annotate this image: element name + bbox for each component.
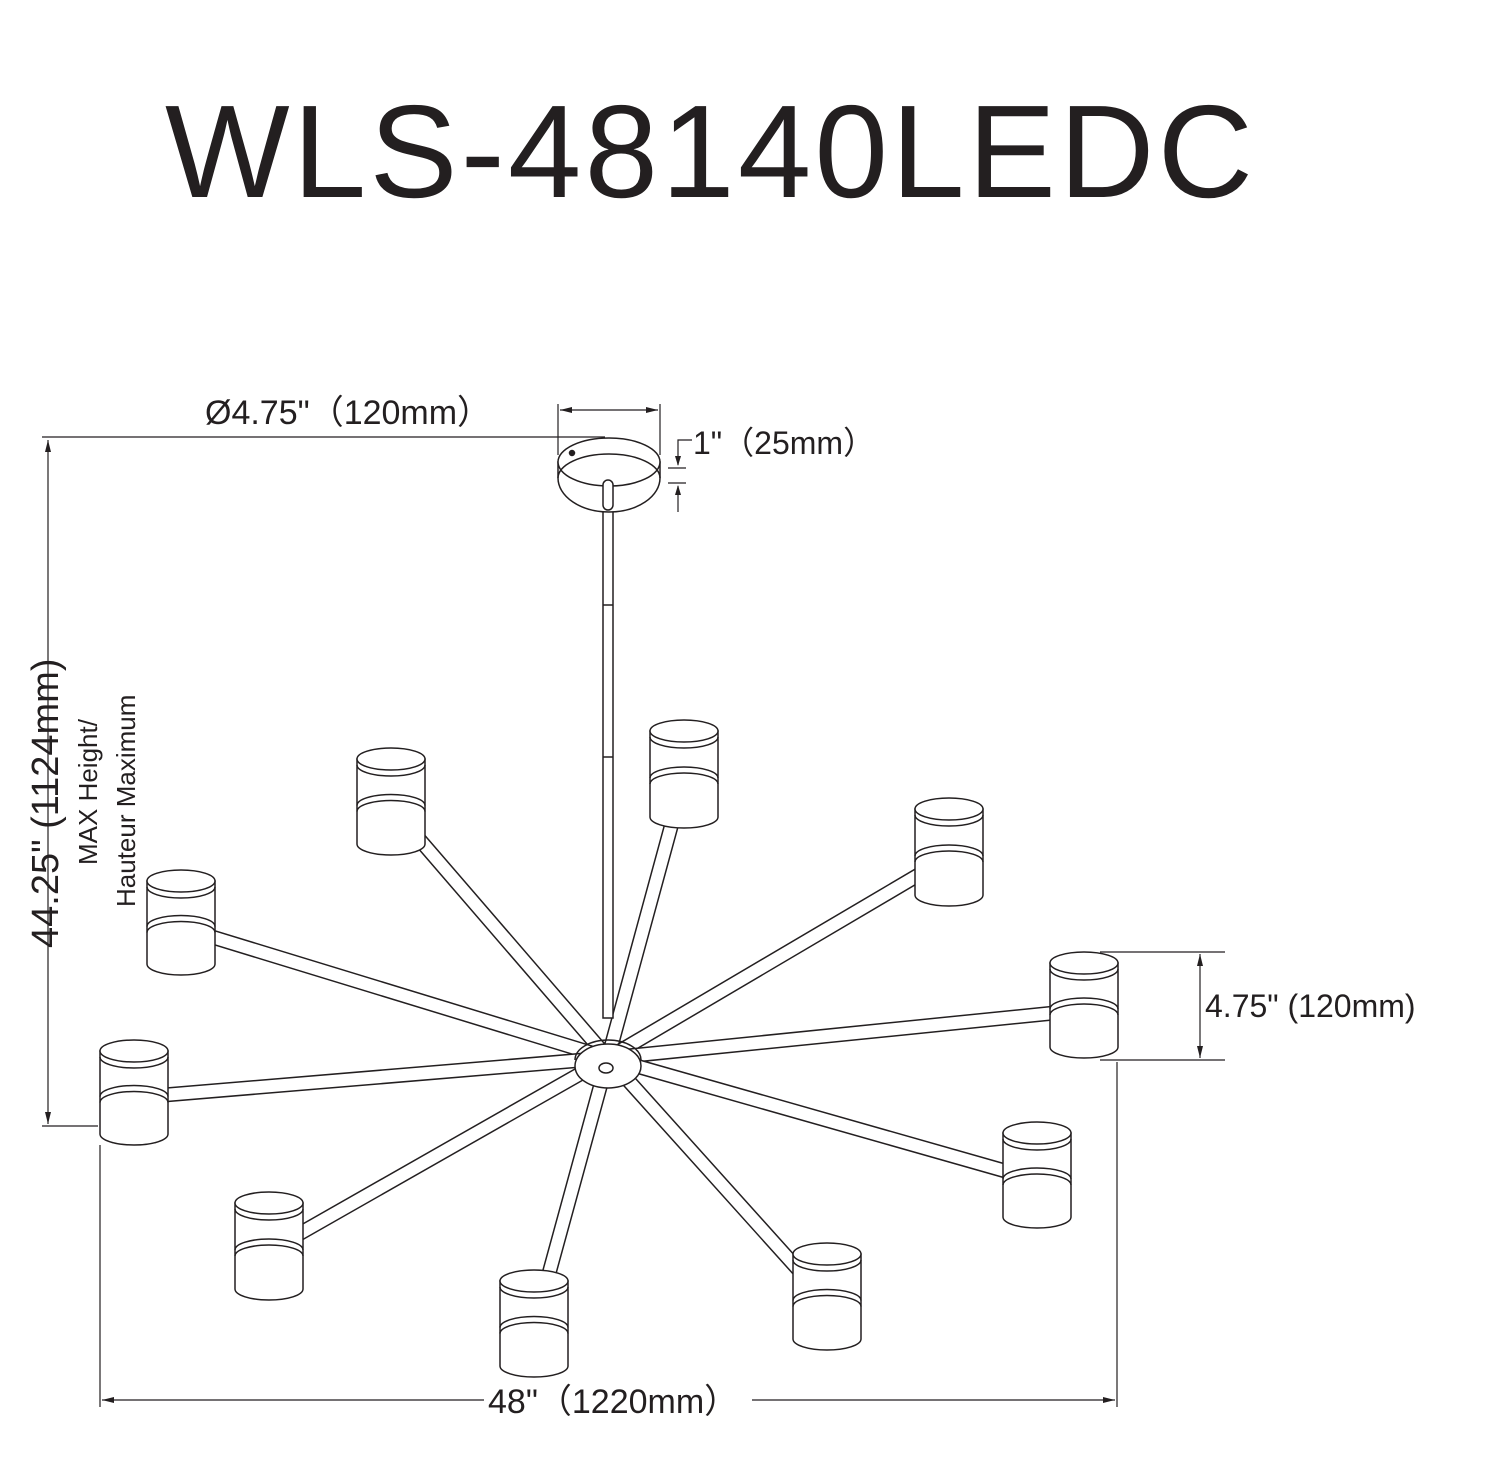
lamp-head xyxy=(234,1191,304,1301)
canopy xyxy=(557,437,661,513)
lamp-head xyxy=(649,719,719,829)
arm xyxy=(604,850,953,1065)
arm xyxy=(605,1050,1040,1188)
arm xyxy=(385,801,614,1063)
overall-width-label: 48"（1220mm） xyxy=(488,1383,738,1421)
canopy-height-label: 1"（25mm） xyxy=(693,425,875,461)
max-height-text-en: MAX Height/ xyxy=(73,718,103,865)
arms xyxy=(133,777,1085,1331)
lamp-head xyxy=(1049,951,1119,1059)
lamp-head xyxy=(146,869,216,976)
arm xyxy=(133,1050,609,1105)
arrowheads xyxy=(45,407,1203,1403)
downrod xyxy=(602,487,614,1019)
model-title: WLS-48140LEDC xyxy=(165,78,1253,225)
shade-height-label: 4.75" (120mm) xyxy=(1205,988,1416,1024)
lamp-heads xyxy=(99,719,1119,1378)
canopy-diameter-label: Ø4.75"（120mm） xyxy=(205,394,491,432)
max-height-text-fr: Hauteur Maximum xyxy=(111,695,141,907)
lamp-head xyxy=(792,1242,862,1351)
dimension-lines xyxy=(42,404,1225,1407)
hub xyxy=(574,1039,642,1089)
arm xyxy=(178,920,611,1066)
arm xyxy=(602,1052,833,1307)
arm xyxy=(607,1002,1085,1066)
max-height-label: 44.25" (1124mm) xyxy=(25,659,67,948)
arm xyxy=(265,1051,612,1258)
lamp-head xyxy=(99,1039,169,1146)
lamp-head xyxy=(356,747,426,856)
lamp-head xyxy=(1002,1121,1072,1229)
lamp-head xyxy=(914,797,984,907)
lamp-head xyxy=(499,1269,569,1378)
